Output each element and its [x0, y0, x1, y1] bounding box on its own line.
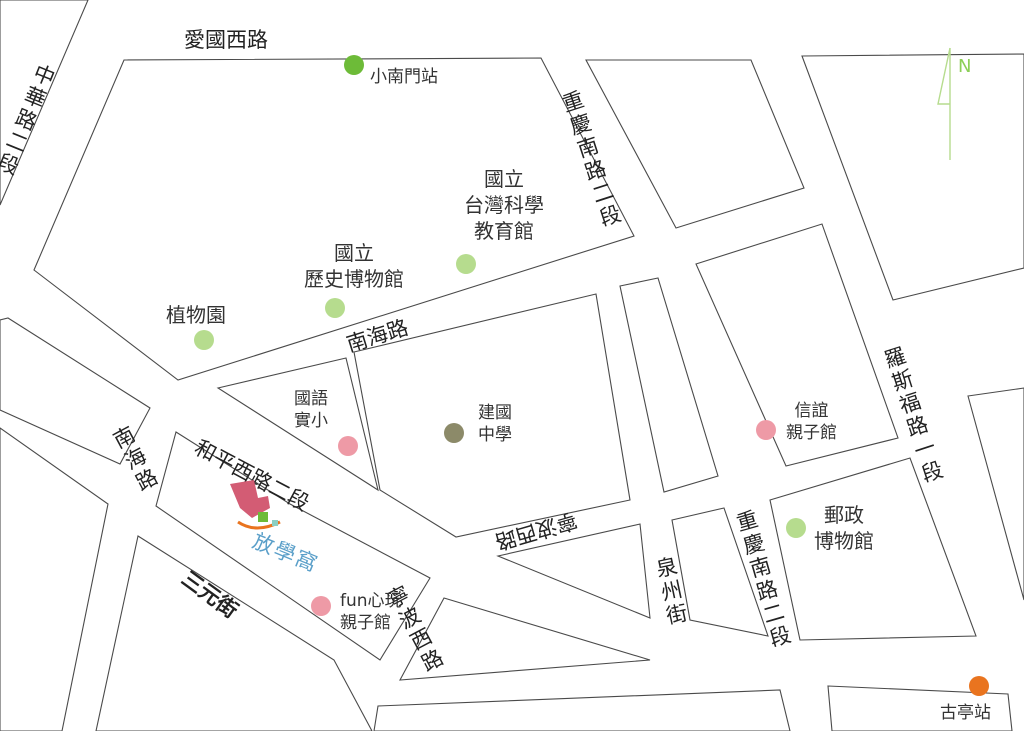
botanical-garden-label: 植物園 — [166, 303, 226, 327]
fun-kids-dot[interactable] — [311, 596, 331, 616]
mrt-guting-label: 古亭站 — [940, 703, 991, 723]
jianguo-high-label: 建國 中學 — [478, 403, 512, 446]
block-jianguo — [353, 293, 631, 538]
history-museum-label: 國立 歷史博物館 — [304, 241, 404, 291]
botanical-garden-dot[interactable] — [194, 330, 214, 350]
street-aiguo-west: 愛國西路 — [184, 28, 268, 52]
brand-logo[interactable]: 放學窩 — [228, 478, 358, 577]
postal-museum-label: 郵政 博物館 — [814, 503, 874, 553]
block-quanzhou-east — [671, 507, 769, 637]
xinyi-kids-label: 信誼 親子館 — [786, 401, 837, 444]
block-postal — [769, 457, 977, 641]
block-narrow-center — [619, 277, 719, 493]
science-edu-dot[interactable] — [456, 254, 476, 274]
jianguo-high-dot[interactable] — [444, 423, 464, 443]
block-ningbo-south — [399, 597, 651, 681]
mrt-xiaonanmen-label: 小南門站 — [370, 67, 438, 87]
block-left-mid — [0, 317, 151, 465]
north-label: N — [958, 56, 972, 77]
block-roosevelt-east — [967, 387, 1024, 601]
block-fun — [155, 431, 431, 661]
block-guting — [827, 685, 1013, 731]
mrt-guting-dot[interactable] — [969, 676, 989, 696]
science-edu-label: 國立 台灣科學 教育館 — [464, 167, 544, 243]
block-botanical-garden — [33, 57, 635, 381]
xinyi-kids-dot[interactable] — [756, 420, 776, 440]
block-sanyuan-south — [95, 535, 373, 731]
rocking-horse-icon — [230, 480, 281, 530]
mandarin-school-dot[interactable] — [338, 436, 358, 456]
history-museum-dot[interactable] — [325, 298, 345, 318]
mandarin-school-label: 國語 實小 — [294, 389, 328, 432]
block-xinyi — [695, 223, 899, 467]
postal-museum-dot[interactable] — [786, 518, 806, 538]
fun-kids-label: fun心玩 親子館 — [340, 591, 402, 634]
block-zhonghua-west — [0, 0, 89, 206]
block-ningbo-triangle — [496, 523, 651, 619]
mrt-xiaonanmen-dot[interactable] — [344, 55, 364, 75]
block-chongqing-north — [585, 59, 805, 229]
block-bottom — [373, 689, 791, 731]
block-mandarin-school — [216, 357, 379, 492]
north-arrow-icon — [937, 47, 951, 160]
block-lower-left — [0, 427, 109, 731]
